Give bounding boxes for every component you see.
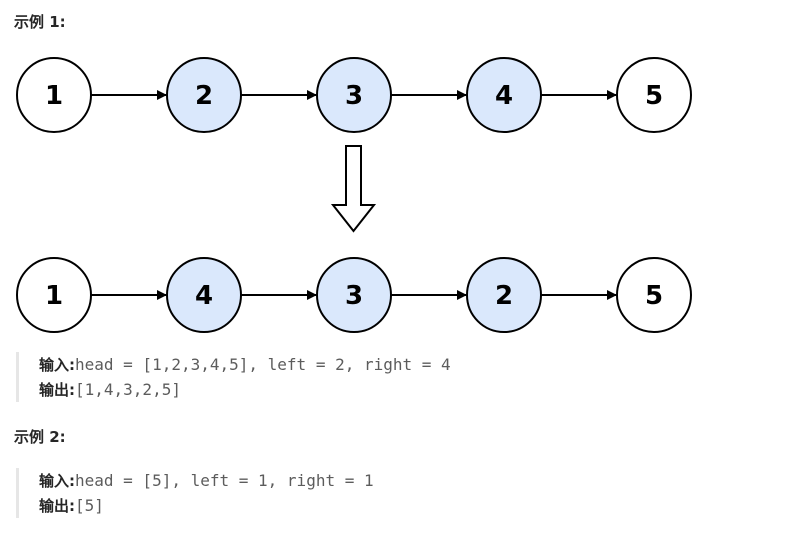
svg-text:5: 5 — [645, 281, 663, 311]
list-node: 1 — [16, 257, 92, 333]
list-node-highlighted: 3 — [316, 57, 392, 133]
input-label: 输入: — [39, 472, 75, 490]
output-label: 输出: — [39, 497, 75, 515]
svg-text:1: 1 — [45, 81, 63, 111]
input-line: 输入:head = [1,2,3,4,5], left = 2, right =… — [39, 352, 451, 377]
svg-text:1: 1 — [45, 281, 63, 311]
svg-text:4: 4 — [195, 281, 213, 311]
list-node-highlighted: 3 — [316, 257, 392, 333]
input-line: 输入:head = [5], left = 1, right = 1 — [39, 468, 374, 493]
svg-text:5: 5 — [645, 81, 663, 111]
list-node: 5 — [616, 57, 692, 133]
before-list: 1 2 3 4 5 — [16, 57, 692, 133]
svg-text:4: 4 — [495, 81, 513, 111]
down-arrow-icon — [330, 145, 377, 233]
output-line: 输出:[1,4,3,2,5] — [39, 377, 451, 402]
list-node: 5 — [616, 257, 692, 333]
svg-text:3: 3 — [345, 281, 363, 311]
input-label: 输入: — [39, 356, 75, 374]
output-label: 输出: — [39, 381, 75, 399]
linked-list-diagram: 1 2 3 4 5 1 4 — [16, 57, 692, 333]
example-2-heading: 示例 2: — [14, 428, 66, 446]
input-value: head = [5], left = 1, right = 1 — [75, 471, 374, 490]
list-node-highlighted: 4 — [166, 257, 242, 333]
example-2-io-block: 输入:head = [5], left = 1, right = 1 输出:[5… — [16, 468, 374, 518]
input-value: head = [1,2,3,4,5], left = 2, right = 4 — [75, 355, 451, 374]
output-value: [1,4,3,2,5] — [75, 380, 181, 399]
svg-text:2: 2 — [195, 81, 213, 111]
example-1-io-block: 输入:head = [1,2,3,4,5], left = 2, right =… — [16, 352, 451, 402]
svg-text:3: 3 — [345, 81, 363, 111]
output-value: [5] — [75, 496, 104, 515]
list-node-highlighted: 4 — [466, 57, 542, 133]
after-list: 1 4 3 2 5 — [16, 257, 692, 333]
example-1-heading: 示例 1: — [14, 13, 66, 31]
list-node-highlighted: 2 — [166, 57, 242, 133]
list-node-highlighted: 2 — [466, 257, 542, 333]
list-node: 1 — [16, 57, 92, 133]
output-line: 输出:[5] — [39, 493, 374, 518]
svg-text:2: 2 — [495, 281, 513, 311]
